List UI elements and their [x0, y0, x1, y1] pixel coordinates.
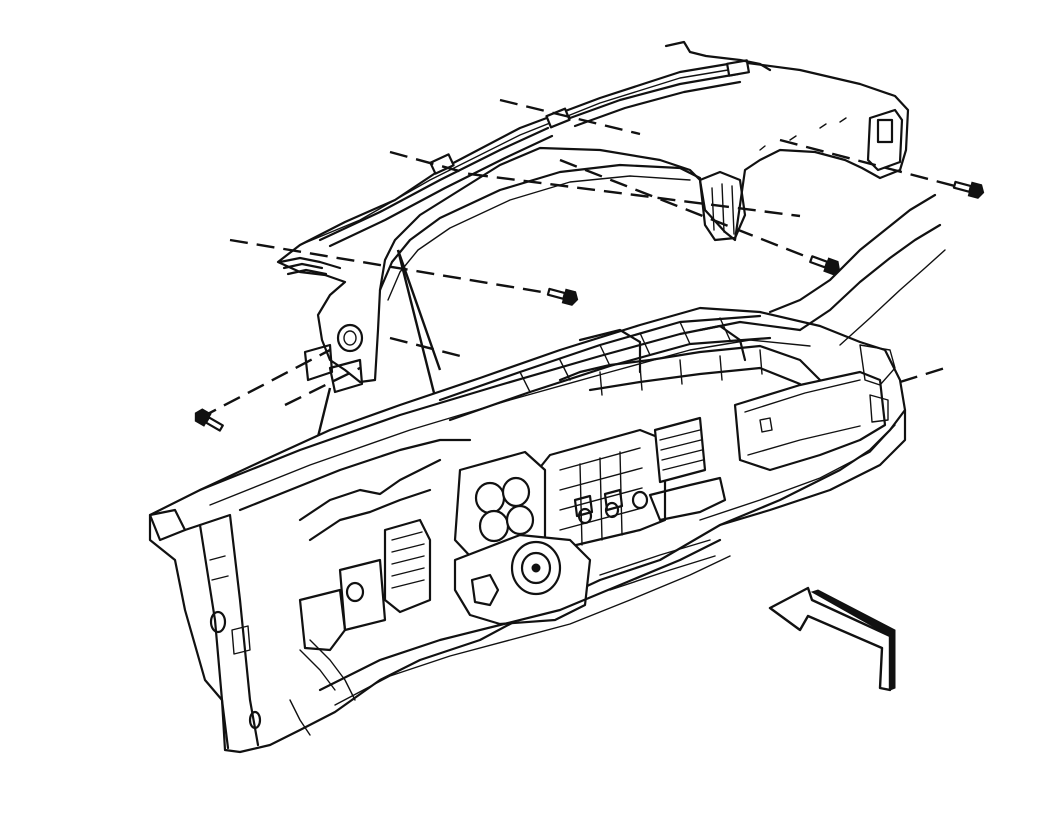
a-pillar-edge-inner	[800, 225, 940, 330]
fastener-bolts	[192, 178, 986, 434]
left-vent-slats	[392, 532, 424, 588]
knob	[579, 509, 591, 523]
right-end-bracket	[860, 345, 895, 422]
knob	[606, 503, 618, 517]
left-corner-grille	[280, 258, 340, 274]
center-upper-frame	[560, 346, 820, 380]
steering-column-inner	[522, 553, 550, 583]
knob	[633, 492, 647, 508]
knee-bolster-contour-inner	[335, 556, 730, 705]
steering-column-hub	[532, 564, 540, 572]
alignment-line	[285, 368, 360, 405]
right-lower-trim	[720, 410, 905, 525]
center-lower-bezel	[650, 478, 725, 520]
center-stack-grid	[560, 448, 642, 545]
alignment-line	[780, 140, 970, 190]
leader-line	[398, 250, 440, 370]
alignment-line	[470, 174, 800, 216]
defroster-slot-front	[320, 128, 548, 240]
duct-ribs	[520, 318, 730, 392]
gauge-cluster	[455, 452, 545, 556]
center-vent	[655, 418, 705, 482]
fastener-alignment-lines	[200, 100, 970, 418]
trim-clip	[430, 154, 453, 173]
defroster-slot-front-inner	[330, 136, 552, 246]
left-vent-module	[385, 520, 430, 612]
alignment-line	[390, 152, 470, 174]
right-end-opening	[878, 120, 892, 142]
gauge-pod	[507, 506, 533, 534]
center-vent-slats	[660, 430, 703, 470]
right-end-cap	[868, 110, 902, 170]
right-lower-trim-inner	[700, 425, 895, 520]
bolt	[192, 407, 225, 434]
top-connector	[666, 42, 770, 70]
lower-trim-line	[600, 540, 715, 590]
headlamp-switch	[347, 583, 363, 601]
glovebox-latch	[760, 418, 772, 432]
trim-clip	[727, 60, 749, 75]
glovebox-inner	[745, 380, 860, 455]
alignment-line	[900, 368, 945, 382]
defroster-slot-rear-inner	[575, 82, 740, 126]
alignment-line	[500, 100, 640, 134]
bolt	[809, 253, 842, 276]
left-end-bracket	[150, 510, 185, 540]
instrument-panel-carrier	[150, 195, 945, 752]
alignment-line	[230, 240, 560, 295]
rear-edge-marks	[760, 118, 846, 150]
center-upper-details	[600, 350, 762, 395]
left-end-pillar-2	[200, 515, 258, 745]
left-end-pillar	[185, 525, 228, 748]
a-pillar-edge-outer	[840, 250, 945, 345]
a-pillar-edge	[770, 195, 935, 312]
under-dash-harness	[290, 640, 355, 735]
knee-bolster-contour	[320, 540, 720, 690]
right-vent-housing	[700, 172, 745, 240]
alignment-line	[200, 350, 330, 418]
side-vent-left	[338, 325, 362, 351]
defroster-slot-rear	[570, 74, 738, 118]
glovebox-door	[735, 372, 885, 470]
alignment-line	[390, 338, 468, 358]
left-wiring	[300, 460, 440, 540]
bolt	[547, 285, 580, 306]
left-mounting-tab	[305, 345, 332, 380]
gauge-pod	[503, 478, 529, 506]
gauge-pod	[480, 511, 508, 541]
bolt	[953, 178, 986, 199]
left-end-hole	[250, 712, 260, 728]
hvac-controls	[575, 490, 622, 516]
carrier-top-deck	[200, 322, 800, 490]
left-end-features	[210, 556, 250, 654]
left-end-hole	[211, 612, 225, 632]
left-inner-frame	[240, 440, 470, 510]
side-vent-left-inner	[344, 331, 356, 345]
center-bracket	[580, 326, 745, 372]
trim-pad-ridge	[300, 68, 740, 245]
gauge-pod	[476, 483, 504, 513]
left-lower-bracket	[300, 590, 345, 650]
ignition-switch	[472, 575, 498, 605]
view-direction-arrow	[770, 588, 895, 690]
left-lower-tab	[330, 360, 362, 392]
center-upper-frame-2	[590, 368, 800, 390]
upper-trim-pad	[278, 42, 908, 392]
alignment-line	[560, 160, 820, 262]
